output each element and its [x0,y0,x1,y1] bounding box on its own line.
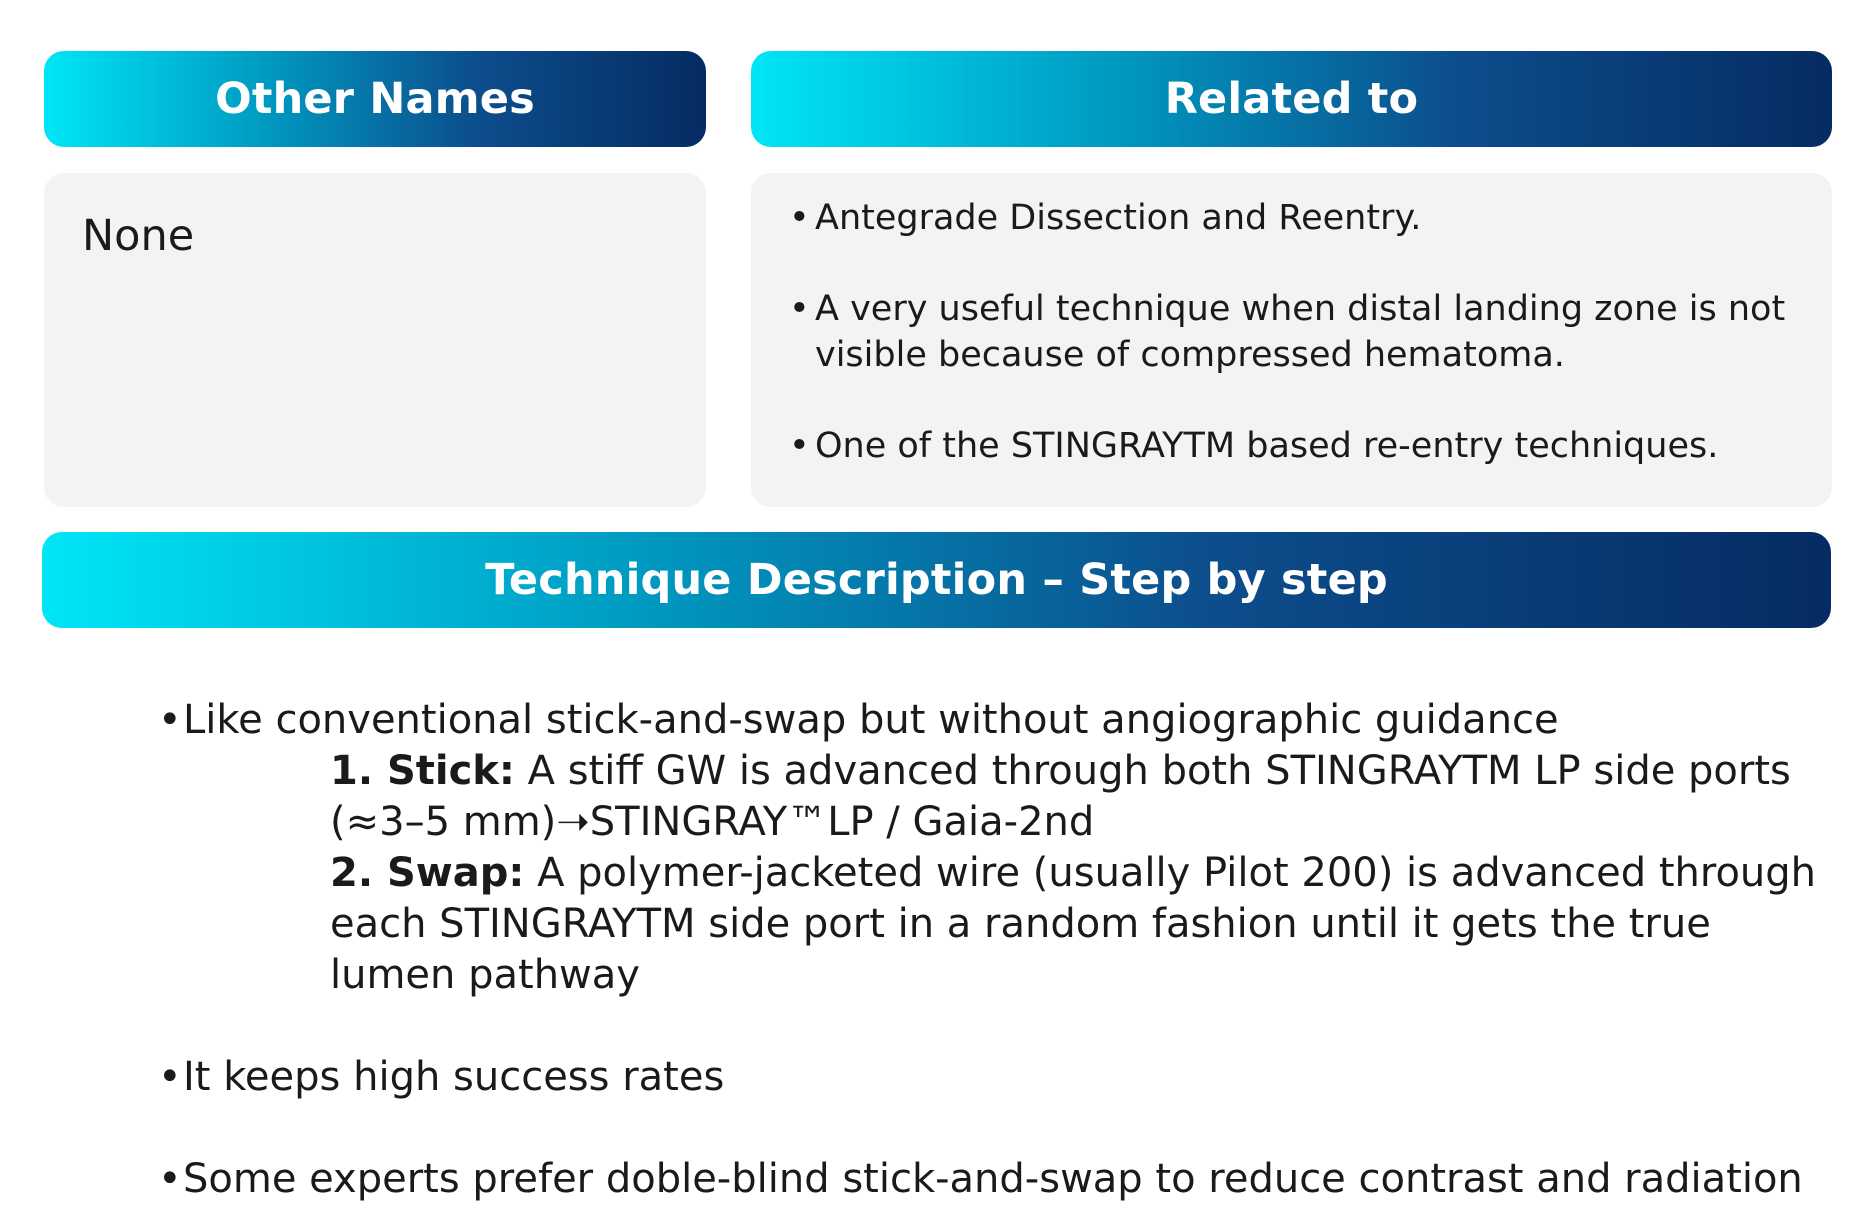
other-names-title: Other Names [215,74,535,124]
step-swap-text: A polymer-jacketed wire (usually Pilot 2… [330,850,1817,998]
spacer [158,1103,1838,1154]
other-names-panel: None [44,173,706,507]
step-stick-label: 1. Stick: [330,748,515,794]
technique-point: It keeps high success rates [158,1052,1838,1103]
related-list: Antegrade Dissection and Reentry. A very… [789,195,1789,469]
related-item: One of the STINGRAYTM based re-entry tec… [789,423,1789,469]
technique-steps: 1. Stick: A stiff GW is advanced through… [330,746,1830,1001]
technique-description-body: Like conventional stick-and-swap but wit… [158,695,1838,1205]
step-stick: 1. Stick: A stiff GW is advanced through… [330,746,1830,848]
spacer [158,1001,1838,1052]
step-stick-text: A stiff GW is advanced through both STIN… [330,748,1791,845]
other-names-header: Other Names [44,51,706,147]
related-to-panel: Antegrade Dissection and Reentry. A very… [751,173,1832,507]
other-names-value: None [82,211,195,261]
technique-point: Some experts prefer doble-blind stick-an… [158,1154,1838,1205]
related-to-header: Related to [751,51,1832,147]
step-swap-label: 2. Swap: [330,850,525,896]
technique-description-header: Technique Description – Step by step [42,532,1831,628]
technique-intro: Like conventional stick-and-swap but wit… [158,695,1838,746]
related-to-title: Related to [1164,74,1419,124]
step-swap: 2. Swap: A polymer-jacketed wire (usuall… [330,848,1830,1001]
related-item: A very useful technique when distal land… [789,286,1789,378]
related-item: Antegrade Dissection and Reentry. [789,195,1789,241]
technique-description-title: Technique Description – Step by step [485,555,1388,605]
